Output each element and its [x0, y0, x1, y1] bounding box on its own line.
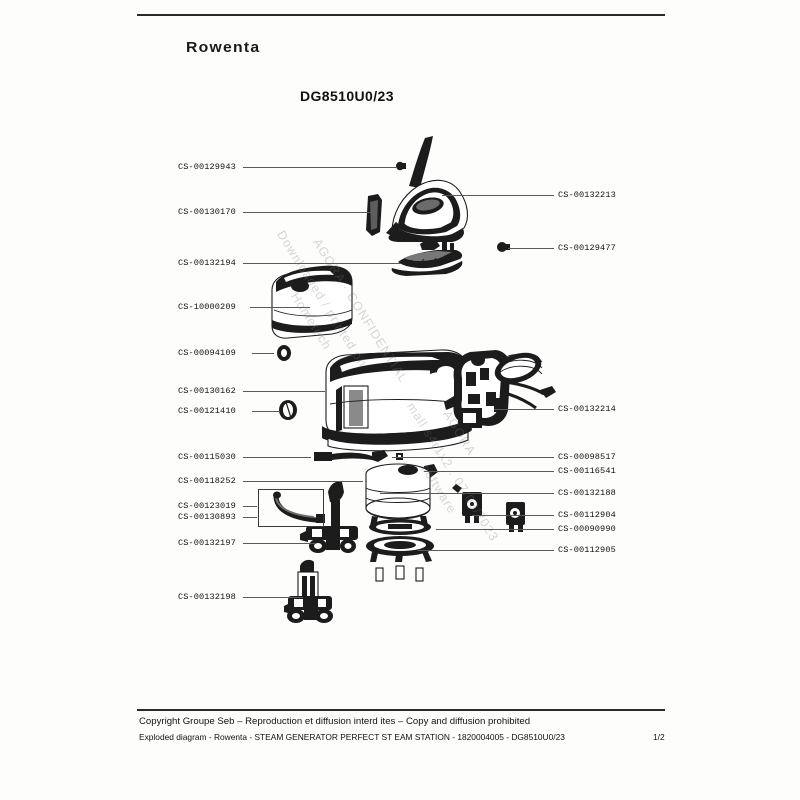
part-number-label: CS-00130893 [178, 512, 236, 522]
part-strip [366, 194, 382, 236]
footer-copyright: Copyright Groupe Seb – Reproduction et d… [139, 716, 531, 727]
leader-line [243, 481, 363, 482]
part-boiler-tank [365, 463, 431, 528]
part-iron-body [386, 136, 469, 242]
leader-line [252, 353, 274, 354]
watermark-line-3: Hometech [288, 290, 335, 353]
part-number-label: CS-00098517 [558, 452, 616, 462]
leader-line [243, 517, 257, 518]
leader-line [250, 307, 310, 308]
part-seal-ring [279, 400, 297, 420]
part-number-label: CS-00132194 [178, 258, 236, 268]
leader-line [243, 263, 401, 264]
part-number-label: CS-00115030 [178, 452, 236, 462]
leader-line [243, 543, 315, 544]
part-heating-plate [366, 536, 434, 582]
footer-description: Exploded diagram - Rowenta - STEAM GENER… [139, 732, 565, 742]
part-cable-strip [314, 450, 388, 462]
footer-rule [137, 709, 665, 711]
part-number-label: CS-00132188 [558, 488, 616, 498]
part-number-label: CS-00090990 [558, 524, 616, 534]
watermark-line-2: AGORA · CONFIDENTIAL [310, 236, 411, 386]
part-number-label: CS-00130170 [178, 207, 236, 217]
part-screw-top [396, 161, 406, 171]
part-number-label: CS-00132213 [558, 190, 616, 200]
leader-line [418, 550, 554, 551]
cord-coil [494, 352, 543, 384]
leader-line [243, 167, 396, 168]
part-number-label: CS-00129943 [178, 162, 236, 172]
part-oring-small [277, 345, 291, 361]
leader-line [243, 506, 257, 507]
part-gasket-ring [369, 519, 431, 535]
watermark-line-1: Downloaded / printed on [274, 228, 371, 370]
part-group-bracket [258, 489, 324, 527]
leader-line [243, 597, 303, 598]
part-number-label: CS-00118252 [178, 476, 236, 486]
leader-line [243, 391, 325, 392]
leader-line [494, 409, 554, 410]
page-number: 1/2 [653, 732, 665, 742]
part-number-label: CS-00132197 [178, 538, 236, 548]
leader-line [392, 457, 554, 458]
header-rule [137, 14, 665, 16]
leader-line [436, 529, 554, 530]
leader-line [442, 195, 554, 196]
model-number: DG8510U0/23 [300, 88, 394, 104]
part-screw-right [497, 242, 510, 252]
watermark-line-5: AGORA [440, 408, 479, 458]
part-number-label: CS-00129477 [558, 243, 616, 253]
part-sensor [506, 502, 525, 532]
part-number-label: CS-00112905 [558, 545, 616, 555]
part-soleplate [391, 240, 463, 276]
part-pump-lower [284, 559, 333, 623]
part-number-label: CS-00130162 [178, 386, 236, 396]
leader-line [380, 493, 554, 494]
part-number-label: CS-00132198 [178, 592, 236, 602]
leader-line [243, 212, 371, 213]
part-number-label: CS-00094109 [178, 348, 236, 358]
part-thermostat [452, 484, 482, 523]
leader-line [424, 471, 554, 472]
part-number-label: CS-00121410 [178, 406, 236, 416]
part-number-label: CS-00132214 [558, 404, 616, 414]
part-number-label: CS-10000209 [178, 302, 236, 312]
leader-line [252, 411, 280, 412]
part-number-label: CS-00112904 [558, 510, 616, 520]
part-electronics-assembly [444, 350, 556, 428]
part-water-tank [271, 265, 353, 339]
part-main-housing [322, 349, 472, 452]
leader-line [508, 248, 554, 249]
part-number-label: CS-00116541 [558, 466, 616, 476]
part-number-label: CS-00123019 [178, 501, 236, 511]
brand-logo: Rowenta [186, 39, 261, 56]
leader-line [472, 515, 554, 516]
leader-line [243, 457, 311, 458]
